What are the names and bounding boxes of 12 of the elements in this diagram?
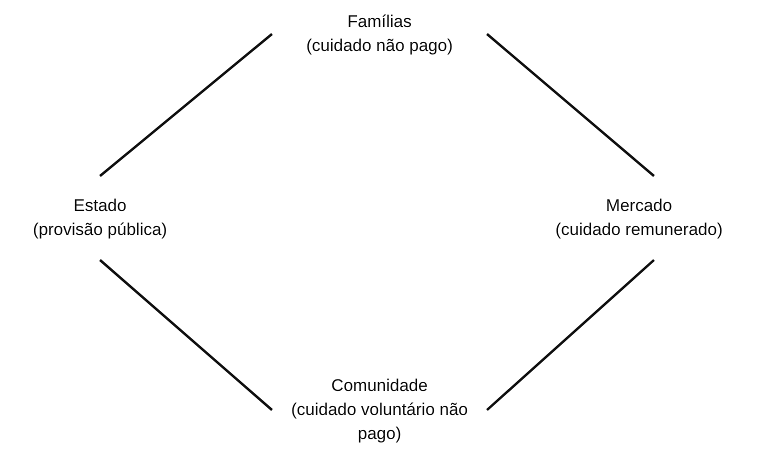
connector-line [99,259,273,411]
node-label: (cuidado não pago) [306,35,453,57]
node-label: (cuidado remunerado) [555,219,723,241]
connector-line [99,33,273,177]
connector-line [486,259,655,411]
node-label: Mercado [606,195,672,217]
node-label: (cuidado voluntário não pago) [290,399,469,445]
node-label: Estado [74,195,126,217]
connector-line [486,33,655,177]
node-label: Famílias [347,11,412,33]
node-label: Comunidade [331,375,428,397]
node-label: (provisão pública) [32,219,168,241]
